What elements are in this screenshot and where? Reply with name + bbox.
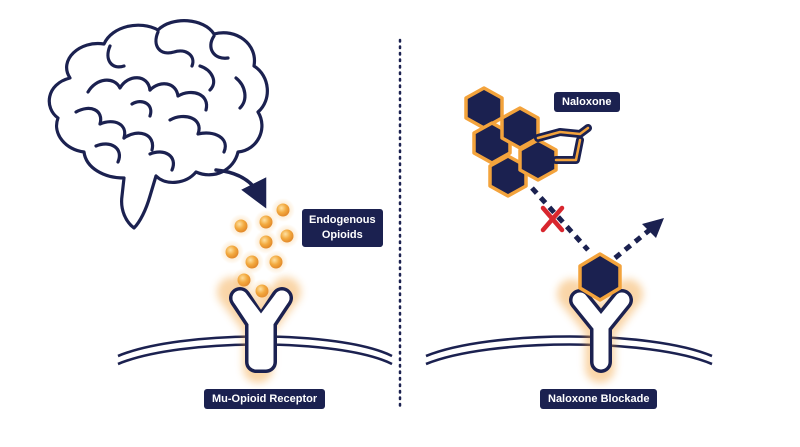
naloxone-blockade-label: Naloxone Blockade bbox=[540, 389, 658, 409]
cross-icon bbox=[540, 205, 565, 233]
endogenous-opioids-label: Endogenous Opioids bbox=[302, 209, 383, 247]
opioid-molecules bbox=[220, 198, 299, 303]
mu-receptor-text: Mu-Opioid Receptor bbox=[212, 393, 318, 405]
arrow-icon bbox=[214, 168, 267, 209]
endogenous-label-line1: Endogenous bbox=[309, 214, 376, 226]
arrow-head-icon bbox=[642, 218, 664, 238]
endogenous-label-line2: Opioids bbox=[321, 229, 363, 241]
brain-icon bbox=[47, 19, 269, 230]
blocked-receptor-icon bbox=[557, 252, 643, 383]
membrane-icon bbox=[425, 335, 713, 366]
naloxone-blockade-text: Naloxone Blockade bbox=[548, 393, 650, 405]
binding-path bbox=[530, 186, 590, 252]
displacement-arrow bbox=[613, 226, 654, 260]
receptor-icon bbox=[217, 277, 301, 383]
naloxone-text: Naloxone bbox=[562, 96, 612, 108]
naloxone-label: Naloxone bbox=[554, 92, 620, 112]
mu-opioid-receptor-label: Mu-Opioid Receptor bbox=[204, 389, 326, 409]
naloxone-molecule-icon bbox=[464, 86, 592, 198]
